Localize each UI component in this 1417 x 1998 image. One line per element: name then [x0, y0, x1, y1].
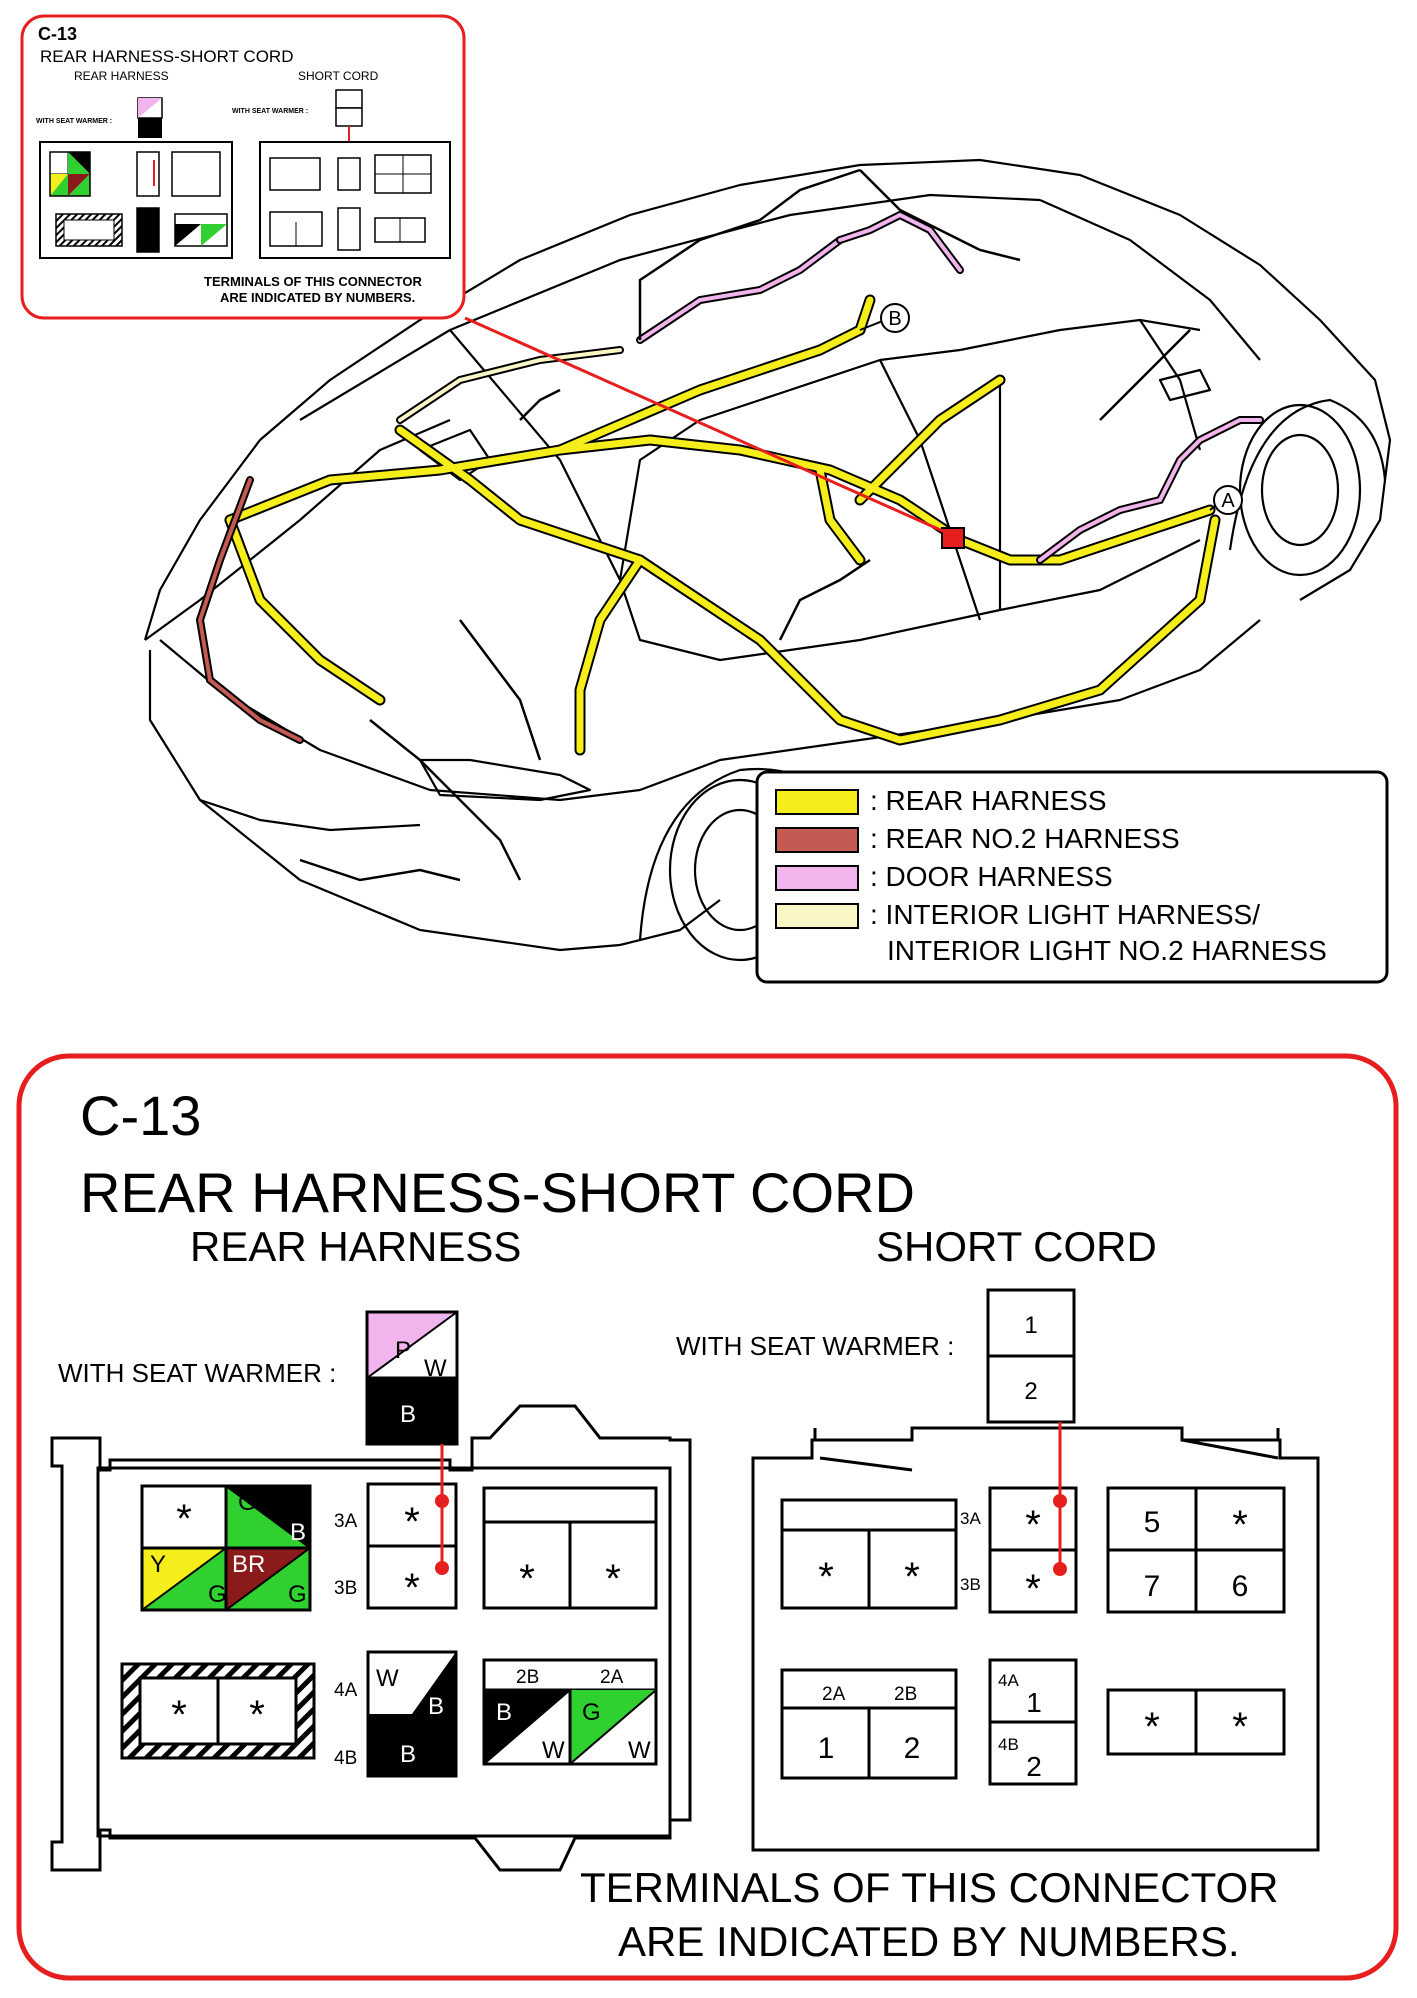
inset-left-label: REAR HARNESS	[74, 69, 169, 83]
terminal-unused: *	[249, 1693, 265, 1737]
terminal-number-4a: 1	[1026, 1687, 1042, 1718]
car-body-outline	[143, 158, 1392, 962]
pin-label-3a: 3A	[334, 1511, 358, 1532]
terminal-number-4b: 2	[1026, 1751, 1042, 1782]
rear-harness-wires	[224, 294, 1221, 756]
door-harness-wires	[636, 210, 1264, 564]
terminal-unused: *	[176, 1497, 192, 1541]
wire-color-b: B	[496, 1699, 512, 1726]
pin-label-3a: 3A	[960, 1509, 981, 1528]
legend-label: : DOOR HARNESS	[870, 861, 1113, 892]
legend-label: : REAR HARNESS	[870, 785, 1107, 816]
terminal-unused: *	[1232, 1503, 1248, 1547]
terminal-unused: *	[904, 1555, 920, 1599]
terminal-unused: *	[818, 1555, 834, 1599]
wire-color-b: B	[400, 1401, 416, 1428]
short-seat-warmer-link	[1053, 1422, 1067, 1576]
wire-color-g: G	[288, 1581, 307, 1608]
pin-label-3b: 3B	[960, 1575, 981, 1594]
terminal-number-5: 5	[1144, 1506, 1161, 1539]
inset-code: C-13	[38, 24, 77, 44]
inset-seat-warmer-left: WITH SEAT WARMER :	[36, 118, 112, 125]
terminal-number-2: 2	[1024, 1378, 1037, 1405]
terminal-number-1: 1	[1024, 1312, 1037, 1339]
wire-color-b: B	[400, 1741, 416, 1768]
wire-color-y: Y	[150, 1551, 166, 1578]
seat-warmer-label-right: WITH SEAT WARMER :	[676, 1331, 954, 1361]
pin-label-2a: 2A	[822, 1684, 846, 1705]
wire-color-p: P	[395, 1337, 411, 1364]
legend-item-interior-light-harness: : INTERIOR LIGHT HARNESS/	[775, 899, 1260, 930]
callout-a: A	[1209, 485, 1243, 515]
terminal-number-1: 1	[818, 1732, 835, 1765]
thin-black-wires	[299, 168, 1191, 882]
pin-label-4b: 4B	[334, 1748, 357, 1769]
inset-seat-warmer-right: WITH SEAT WARMER :	[232, 108, 308, 115]
callout-a-label: A	[1221, 490, 1235, 512]
terminal-unused: *	[519, 1557, 535, 1601]
legend: : REAR HARNESS : REAR NO.2 HARNESS : DOO…	[755, 770, 1389, 984]
detail-title: REAR HARNESS-SHORT CORD	[80, 1161, 915, 1224]
inset-note-line1: TERMINALS OF THIS CONNECTOR	[204, 274, 422, 289]
legend-continuation: INTERIOR LIGHT NO.2 HARNESS	[887, 935, 1327, 966]
pin-label-4a: 4A	[334, 1680, 358, 1701]
detail-note-line1: TERMINALS OF THIS CONNECTOR	[580, 1864, 1279, 1911]
pin-label-3b: 3B	[334, 1578, 357, 1599]
detail-code: C-13	[80, 1084, 201, 1147]
interior-light-harness-wires	[396, 346, 624, 424]
terminal-number-2: 2	[904, 1732, 921, 1765]
terminal-unused: *	[1025, 1567, 1041, 1611]
wire-color-w: W	[424, 1355, 447, 1382]
terminal-number-7: 7	[1144, 1570, 1161, 1603]
inset-panel: C-13 REAR HARNESS-SHORT CORD REAR HARNES…	[20, 14, 466, 320]
leader-line	[464, 316, 946, 534]
connector-c13-location	[941, 527, 965, 549]
terminal-unused: *	[1025, 1503, 1041, 1547]
wire-color-br: BR	[232, 1551, 265, 1578]
inset-right-label: SHORT CORD	[298, 69, 379, 83]
short-cord-labels: 1 2 * * 3A 3B * * 5 * 7 6 2A 2B 1 2 4A 1…	[818, 1312, 1249, 1782]
terminal-unused: *	[605, 1557, 621, 1601]
wire-color-w: W	[628, 1737, 651, 1764]
rear-no2-harness-wires	[195, 476, 304, 744]
seat-warmer-label-left: WITH SEAT WARMER :	[58, 1358, 336, 1388]
callout-b: B	[859, 303, 910, 333]
rear-harness-labels: P W B * G B Y G BR G 3A 3B * * * * * * 4…	[150, 1337, 651, 1769]
pin-label-4b: 4B	[998, 1735, 1019, 1754]
detail-note-line2: ARE INDICATED BY NUMBERS.	[618, 1918, 1240, 1965]
detail-panel: C-13 REAR HARNESS-SHORT CORD REAR HARNES…	[16, 1053, 1399, 1981]
terminal-number-6: 6	[1232, 1570, 1249, 1603]
wire-color-w: W	[376, 1665, 399, 1692]
legend-item-door-harness: : DOOR HARNESS	[775, 861, 1113, 892]
terminal-unused: *	[404, 1566, 420, 1610]
pin-label-2b: 2B	[516, 1667, 539, 1688]
wire-color-b: B	[428, 1693, 444, 1720]
legend-item-rear-harness: : REAR HARNESS	[775, 785, 1107, 816]
wire-color-g: G	[238, 1489, 257, 1516]
terminal-unused: *	[1232, 1705, 1248, 1749]
wire-color-g: G	[208, 1581, 227, 1608]
wire-color-g: G	[582, 1699, 601, 1726]
pin-label-4a: 4A	[998, 1671, 1019, 1690]
rear-harness-connector	[50, 1310, 692, 1872]
inset-title: REAR HARNESS-SHORT CORD	[40, 47, 293, 66]
rear-color-block	[140, 1484, 312, 1612]
short-cord-connector	[751, 1288, 1320, 1852]
rear-seat-warmer-link	[435, 1444, 449, 1575]
inset-note-line2: ARE INDICATED BY NUMBERS.	[220, 290, 415, 305]
callout-b-label: B	[888, 308, 901, 330]
pin-label-2a: 2A	[600, 1667, 624, 1688]
terminal-unused: *	[1144, 1705, 1160, 1749]
wire-color-b: B	[290, 1519, 306, 1546]
terminal-unused: *	[404, 1500, 420, 1544]
detail-right-label: SHORT CORD	[876, 1223, 1157, 1270]
legend-label: : INTERIOR LIGHT HARNESS/	[870, 899, 1260, 930]
legend-item-rear-no2-harness: : REAR NO.2 HARNESS	[775, 823, 1180, 854]
legend-label: : REAR NO.2 HARNESS	[870, 823, 1180, 854]
pin-label-2b: 2B	[894, 1684, 917, 1705]
wire-color-w: W	[542, 1737, 565, 1764]
detail-left-label: REAR HARNESS	[190, 1223, 521, 1270]
terminal-unused: *	[171, 1693, 187, 1737]
